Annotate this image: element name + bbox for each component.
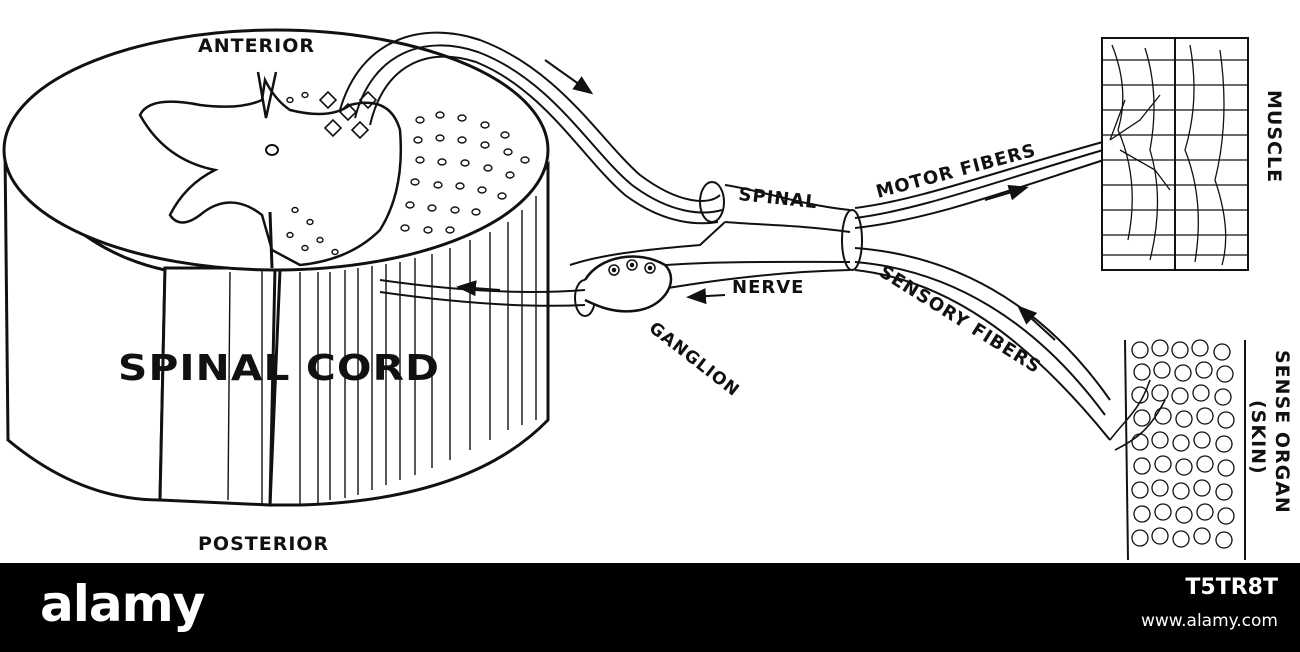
spinal-cord-cylinder [2, 28, 550, 507]
white-matter-cells [286, 91, 530, 256]
label-posterior: POSTERIOR [198, 533, 329, 555]
ganglion-cells [608, 259, 656, 276]
reflex-arc-diagram: ANTERIOR POSTERIOR SPINAL CORD SPINAL NE… [2, 28, 1293, 561]
label-sensory-fibers: SENSORY FIBERS [875, 261, 1044, 378]
label-skin: (SKIN) [1247, 400, 1269, 475]
nerve-bundle [339, 31, 1111, 441]
muscle-tissue [1101, 37, 1249, 271]
label-spinal: SPINAL [737, 184, 818, 213]
cord-striations [227, 196, 537, 505]
direction-arrows [456, 59, 1056, 341]
watermark-url: www.alamy.com [1140, 611, 1278, 631]
label-spinal-cord: SPINAL CORD [118, 348, 440, 389]
label-ganglion: GANGLION [645, 318, 743, 401]
label-motor-fibers: MOTOR FIBERS [874, 140, 1039, 203]
label-anterior: ANTERIOR [198, 35, 315, 57]
motor-neurons [318, 90, 378, 140]
label-muscle: MUSCLE [1263, 90, 1285, 183]
label-sense-organ: SENSE ORGAN [1271, 350, 1293, 514]
alamy-logo: alamy [40, 575, 205, 633]
watermark-bar: alamy T5TR8T www.alamy.com [0, 563, 1300, 652]
label-nerve: NERVE [732, 277, 804, 298]
skin-tissue [1109, 339, 1246, 561]
ganglion-body [583, 255, 673, 313]
image-id: T5TR8T [1185, 575, 1278, 600]
